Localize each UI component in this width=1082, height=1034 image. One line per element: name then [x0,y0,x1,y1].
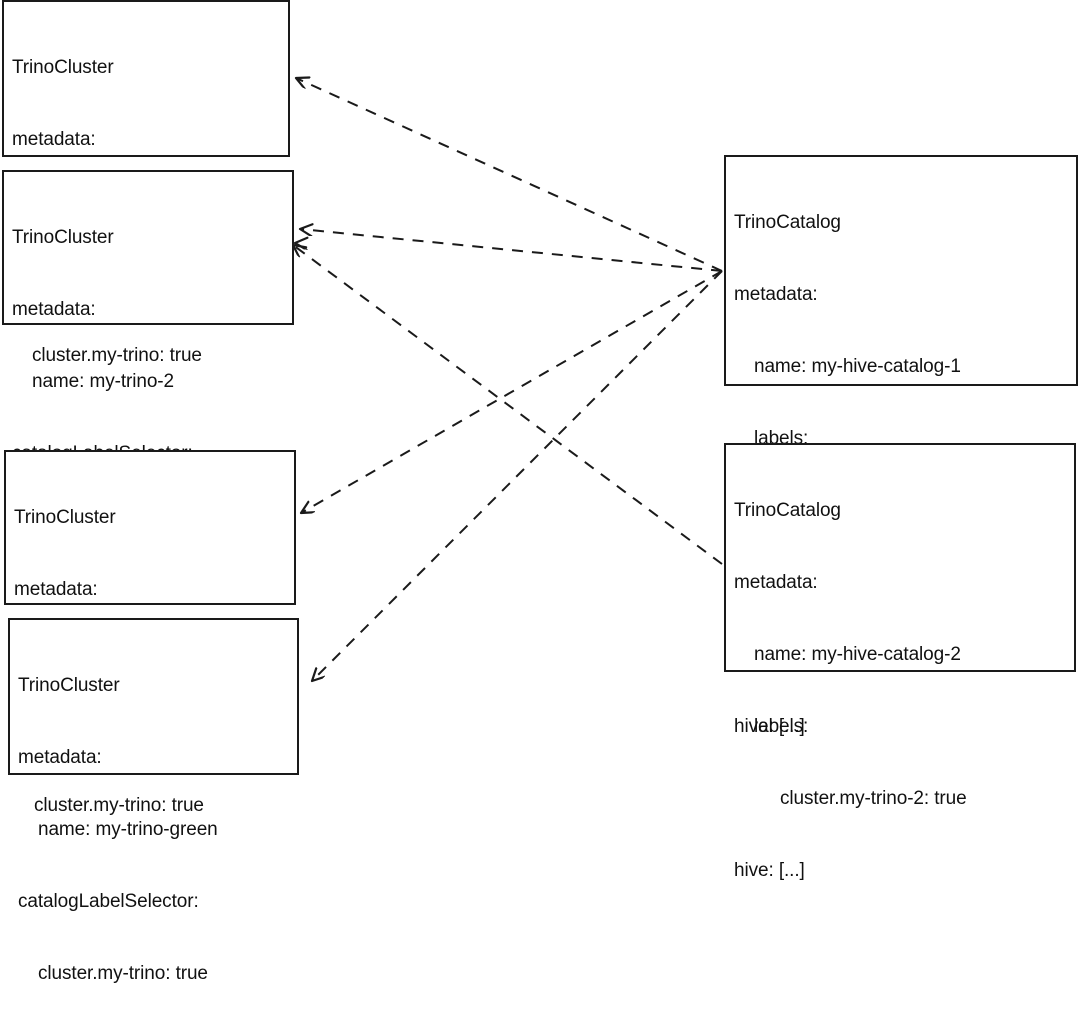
node-kind: TrinoCatalog [734,212,841,233]
spec-line: hive: [...] [734,860,805,881]
edge-catalog1-to-my-trino-2 [300,229,723,272]
node-trinocluster-my-trino-green[interactable]: TrinoCluster metadata: name: my-trino-gr… [8,618,299,984]
name-line: name: my-trino-2 [32,371,174,392]
node-body: TrinoCatalog metadata: name: my-hive-cat… [734,451,1070,931]
node-kind: TrinoCluster [18,675,120,696]
name-line: name: my-trino-green [38,819,218,840]
metadata-label: metadata: [734,572,818,593]
edge-catalog2-to-my-trino-2-head [295,243,723,272]
node-trinocluster-my-trino-2[interactable]: TrinoCluster metadata: name: my-trino-2 … [2,170,294,536]
metadata-label: metadata: [12,129,96,150]
node-trinocluster-my-trino[interactable]: TrinoCluster metadata: name: my-trino ca… [2,0,290,366]
catalog-label-selector-label: catalogLabelSelector: [18,891,199,912]
edge-catalog1-to-my-trino [296,78,723,272]
edge-catalog1-to-my-trino-green [312,270,723,681]
node-kind: TrinoCluster [14,507,116,528]
name-line: name: my-hive-catalog-1 [754,356,961,377]
node-trinocatalog-my-hive-catalog-2[interactable]: TrinoCatalog metadata: name: my-hive-cat… [724,443,1076,881]
spec-line: hive: [...] [734,716,805,737]
name-line: name: my-hive-catalog-2 [754,644,961,665]
metadata-label: metadata: [18,747,102,768]
node-kind: TrinoCluster [12,227,114,248]
diagram-canvas: TrinoCluster metadata: name: my-trino ca… [2,0,1078,984]
node-kind: TrinoCatalog [734,500,841,521]
node-trinocatalog-my-hive-catalog-1[interactable]: TrinoCatalog metadata: name: my-hive-cat… [724,155,1078,737]
edge-catalog1-to-my-trino-blue [301,270,723,513]
edge-my-trino-2-to-catalog2 [293,245,723,565]
node-kind: TrinoCluster [12,57,114,78]
node-trinocluster-my-trino-blue[interactable]: TrinoCluster metadata: name: my-trino-bl… [4,450,296,816]
selector-line: cluster.my-trino: true [32,345,202,366]
label-line-1: cluster.my-trino-2: true [780,788,967,809]
metadata-label: metadata: [14,579,98,600]
labels-label: labels: [754,716,809,737]
selector-line: cluster.my-trino: true [38,963,208,984]
node-body: TrinoCluster metadata: name: my-trino-gr… [18,626,293,1034]
metadata-label: metadata: [12,299,96,320]
metadata-label: metadata: [734,284,818,305]
